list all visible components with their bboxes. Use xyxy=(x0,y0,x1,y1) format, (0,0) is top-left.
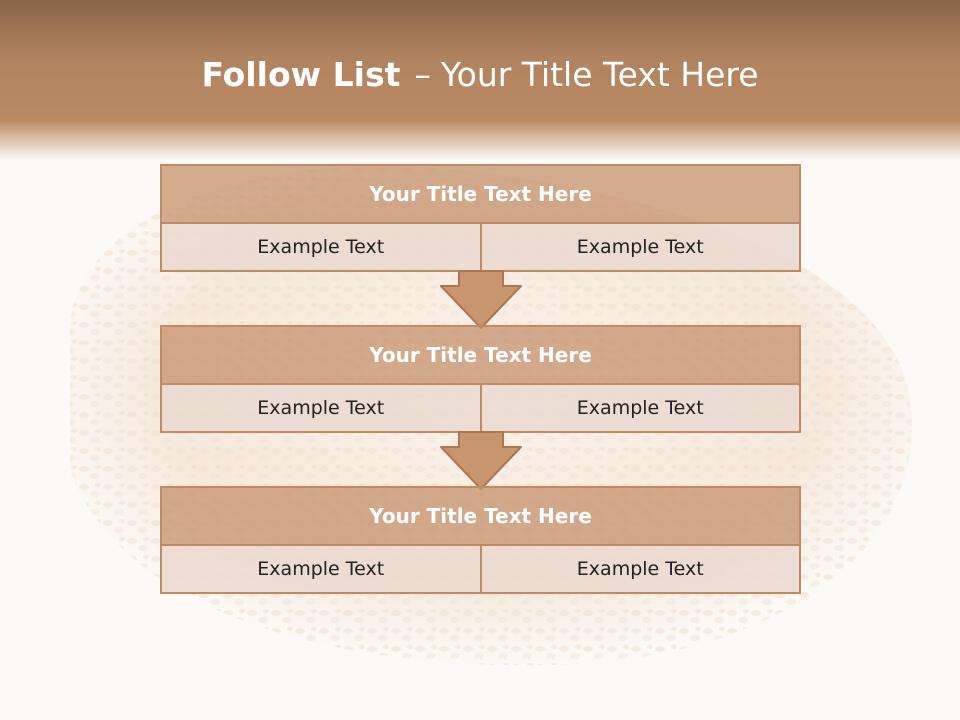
block-cell-left: Example Text xyxy=(162,546,480,592)
down-arrow-icon xyxy=(440,270,522,329)
block-cell-right: Example Text xyxy=(479,546,799,592)
title-main: Follow List xyxy=(201,55,401,94)
block-title: Your Title Text Here xyxy=(162,488,799,546)
block-row: Example Text Example Text xyxy=(162,224,799,270)
list-block-2: Your Title Text Here Example Text Exampl… xyxy=(160,325,801,433)
block-cell-left: Example Text xyxy=(162,385,480,431)
list-block-3: Your Title Text Here Example Text Exampl… xyxy=(160,486,801,594)
block-title: Your Title Text Here xyxy=(162,166,799,224)
title-subtitle: Your Title Text Here xyxy=(440,55,759,94)
header-band xyxy=(0,0,960,160)
block-cell-right: Example Text xyxy=(479,224,799,270)
block-row: Example Text Example Text xyxy=(162,546,799,592)
block-cell-right: Example Text xyxy=(479,385,799,431)
title-separator: – xyxy=(414,55,431,94)
block-title: Your Title Text Here xyxy=(162,327,799,385)
block-row: Example Text Example Text xyxy=(162,385,799,431)
down-arrow-icon xyxy=(440,431,522,490)
list-block-1: Your Title Text Here Example Text Exampl… xyxy=(160,164,801,272)
page-title: Follow List–Your Title Text Here xyxy=(0,55,960,94)
block-cell-left: Example Text xyxy=(162,224,480,270)
